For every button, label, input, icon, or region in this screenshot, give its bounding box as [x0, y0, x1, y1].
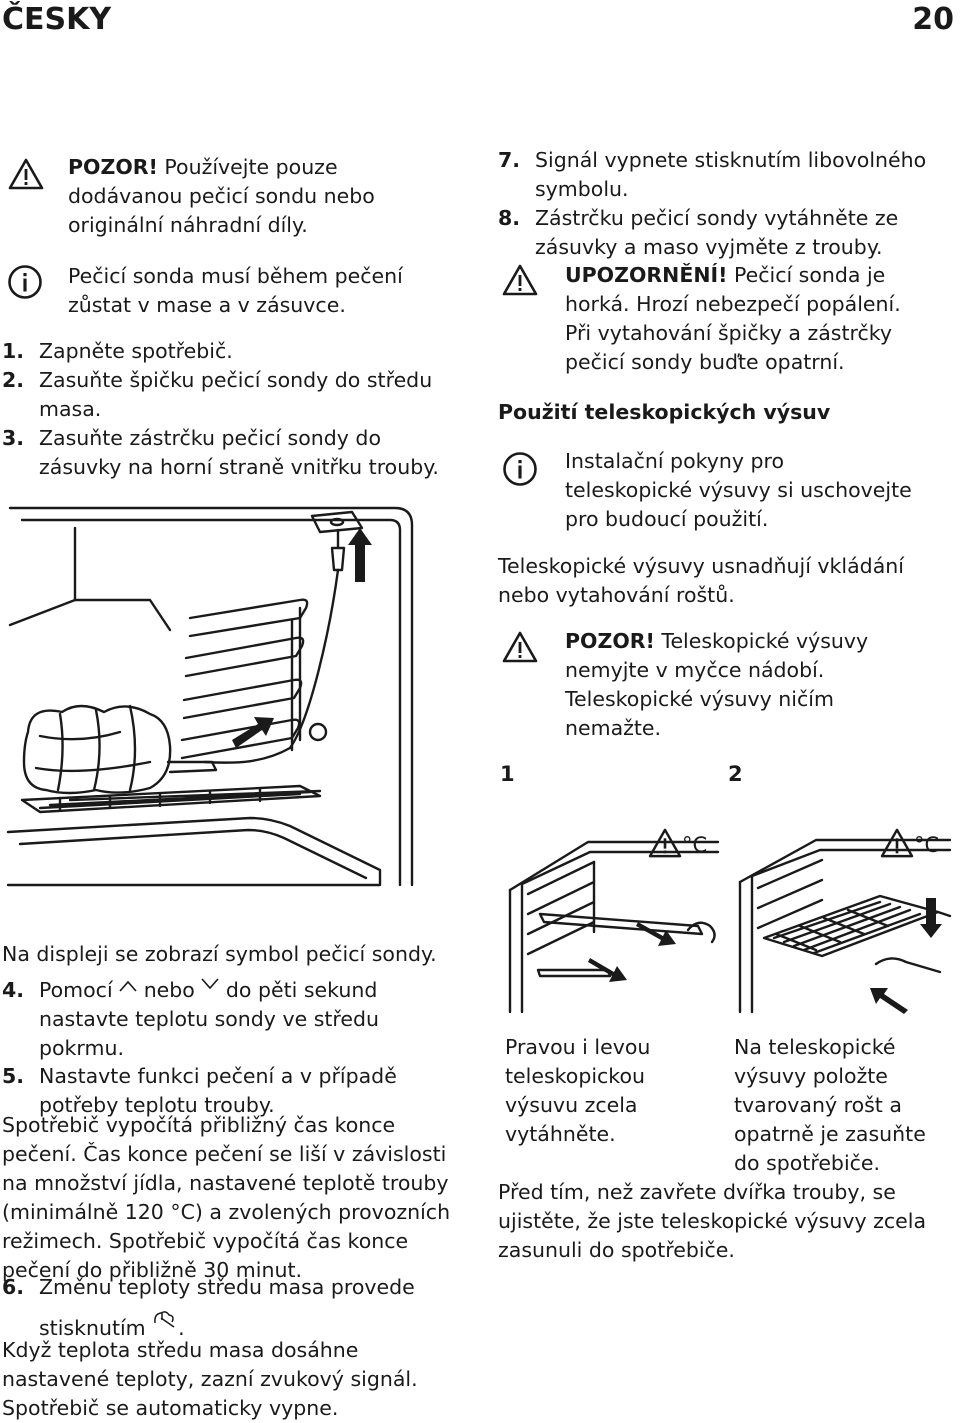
probe-info: Pečicí sonda musí během pečení zůstat v …: [68, 264, 403, 317]
arrow-down-icon: [201, 978, 219, 990]
figure-1-label: 1: [500, 762, 515, 786]
warning-icon: [648, 828, 682, 858]
steps-list-b: 7. Signál vypnete stisknutím libovolného…: [498, 146, 926, 262]
warning-icon: [502, 264, 538, 296]
figure-2-caption: Na teleskopické výsuvy položte tvarovaný…: [734, 1035, 926, 1175]
arrow-up-icon: [119, 980, 137, 992]
list-item: 7. Signál vypnete stisknutím libovolného…: [498, 148, 927, 201]
figure-1-illustration: [508, 840, 720, 1014]
warning-label: POZOR!: [68, 155, 158, 179]
figure-2-illustration: [738, 838, 952, 1014]
probe-warning: POZOR! Používejte pouze dodávanou pečicí…: [68, 155, 375, 237]
closing-paragraph: Před tím, než zavřete dvířka trouby, se …: [498, 1180, 927, 1262]
warning-icon: [502, 631, 538, 663]
warning-icon: [880, 828, 914, 858]
figure-2-label: 2: [728, 762, 743, 786]
steps-list-a: 1. Zapněte spotřebič. 2. Zasuňte špičku …: [2, 337, 439, 482]
end-time-paragraph: Spotřebič vypočítá přibližný čas konce p…: [2, 1113, 451, 1282]
temperature-label: °C: [682, 833, 708, 857]
step-6: 6. Změnu teploty středu masa provede sti…: [2, 1275, 415, 1340]
hot-probe-caution: UPOZORNĚNÍ! Pečicí sonda je horká. Hrozí…: [565, 263, 901, 374]
temperature-label: °C: [914, 833, 940, 857]
dishwasher-warning: POZOR! Teleskopické výsuvy nemyjte v myč…: [565, 629, 869, 740]
list-item: 2. Zasuňte špičku pečicí sondy do středu…: [2, 368, 433, 421]
list-item: 1. Zapněte spotřebič.: [2, 339, 233, 363]
step-5: 5. Nastavte funkci pečení a v případě po…: [2, 1064, 397, 1117]
installation-info: Instalační pokyny pro teleskopické výsuv…: [565, 449, 912, 531]
oven-probe-illustration: [6, 506, 414, 887]
language-header: ČESKY: [2, 2, 112, 37]
runners-paragraph: Teleskopické výsuvy usnadňují vkládání n…: [498, 554, 904, 607]
info-icon: [8, 265, 42, 299]
caution-label: UPOZORNĚNÍ!: [565, 263, 728, 287]
display-note: Na displeji se zobrazí symbol pečicí son…: [2, 942, 437, 966]
step-4: 4. Pomocí nebo do pěti sekund nastavte t…: [2, 978, 380, 1060]
figure-1-caption: Pravou i levou teleskopickou výsuvu zcel…: [505, 1035, 651, 1146]
final-paragraph: Když teplota středu masa dosáhne nastave…: [2, 1338, 418, 1420]
page-number: 20: [912, 2, 954, 37]
info-icon: [503, 452, 537, 486]
core-probe-icon: [154, 1311, 175, 1328]
warning-icon: [8, 158, 44, 190]
warning-label: POZOR!: [565, 629, 655, 653]
section-heading: Použití teleskopických výsuv: [498, 400, 831, 424]
